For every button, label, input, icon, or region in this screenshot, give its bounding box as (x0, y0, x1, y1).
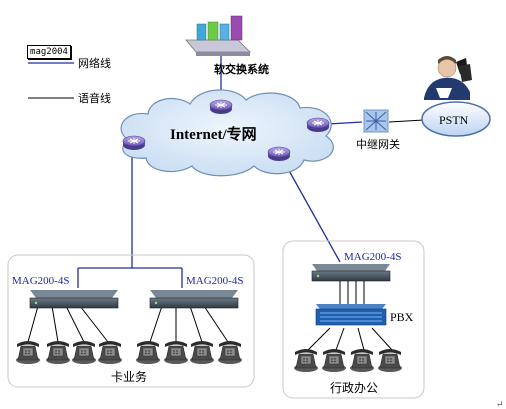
right-device-label: MAG200-4S (344, 251, 401, 263)
left-site-label: 卡业务 (111, 369, 147, 384)
router-icon (306, 117, 330, 133)
cloud-label: Internet/专网 (170, 125, 257, 143)
voice-link (335, 327, 345, 351)
voice-link (357, 327, 365, 351)
voice-link (79, 305, 109, 343)
pbx-label: PBX (390, 310, 414, 324)
router-icon (267, 146, 291, 162)
person-on-phone-icon (424, 56, 472, 100)
mag-device-icon (149, 290, 239, 309)
legend: 网络线 语音线 (28, 56, 111, 105)
link-router-gateway (327, 121, 363, 125)
phone-icon (15, 340, 41, 365)
router-icon (209, 99, 233, 115)
left-device2-label: MAG200-4S (186, 275, 243, 287)
voice-link (307, 327, 331, 351)
pstn-cloud: PSTN (421, 101, 491, 137)
legend-network-label: 网络线 (78, 56, 111, 70)
site-card-admin-office (282, 240, 425, 399)
voice-link (189, 305, 203, 343)
mag-device-icon (29, 290, 119, 309)
right-site-label: 行政办公 (330, 380, 378, 395)
left-device1-label: MAG200-4S (12, 275, 69, 287)
phone-icon (293, 348, 319, 373)
phone-icon (321, 348, 347, 373)
voice-link (51, 305, 59, 343)
phone-icon (189, 340, 215, 365)
voice-link (371, 327, 393, 351)
legend-voice-label: 语音线 (78, 91, 111, 105)
voice-link (65, 305, 85, 343)
phone-icon (163, 340, 189, 365)
connections (27, 52, 425, 351)
phone-icon (97, 340, 123, 365)
softswitch-label: 软交换系统 (214, 62, 269, 76)
softswitch-server-icon (185, 15, 251, 56)
phone-icon (217, 340, 243, 365)
mag-device-icon (311, 264, 391, 282)
phone-icon (349, 348, 375, 373)
phone-icon (135, 340, 161, 365)
voice-link (27, 305, 39, 343)
site-card-business-group (7, 254, 255, 388)
pstn-label: PSTN (439, 113, 469, 127)
voice-link (149, 305, 163, 343)
phone-icon (71, 340, 97, 365)
legend-stamp: mag2004 (27, 45, 71, 59)
phone-icon (45, 340, 71, 365)
phone-icon (377, 348, 403, 373)
link-gateway-pstn (388, 119, 425, 123)
voice-link (203, 305, 229, 343)
router-icon (122, 135, 146, 151)
paragraph-mark-icon: ↵ (496, 399, 504, 409)
link-cloud-right-site (281, 157, 341, 263)
trunk-gateway-icon (363, 109, 389, 133)
gateway-label: 中继网关 (356, 137, 400, 151)
pbx-icon (315, 304, 387, 326)
